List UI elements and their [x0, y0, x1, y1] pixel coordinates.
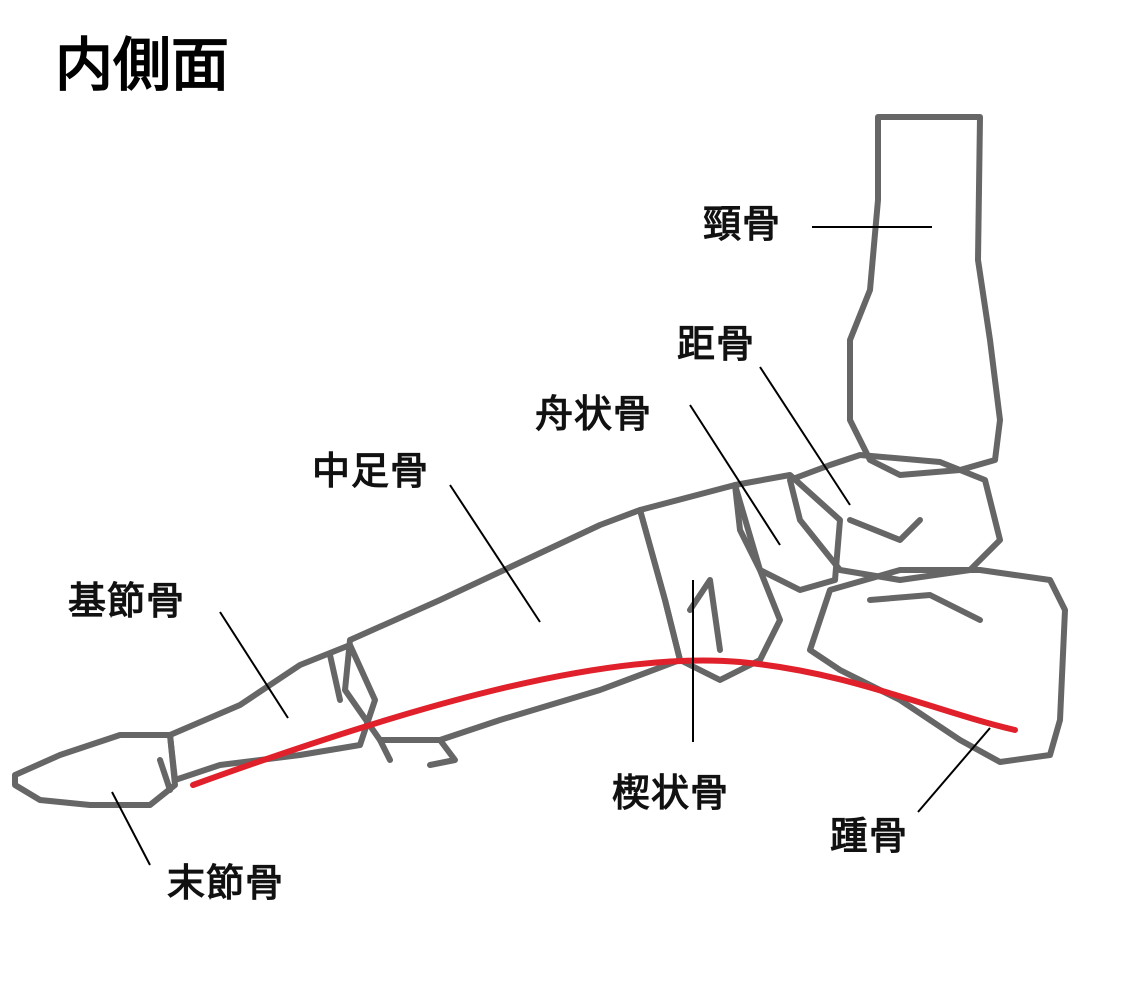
label-proximal-phalanx: 基節骨	[68, 579, 186, 623]
label-cuneiform: 楔状骨	[612, 771, 730, 815]
label-tibia: 頸骨	[703, 202, 782, 246]
leader-lines	[111, 226, 991, 866]
label-navicular: 舟状骨	[535, 392, 653, 436]
talus-bone	[787, 452, 1003, 583]
calcaneus-bone	[807, 567, 1068, 765]
distal-phalanx-bone	[12, 732, 178, 808]
tibia-bone	[847, 114, 1003, 478]
label-talus: 距骨	[677, 322, 756, 366]
label-calcaneus: 踵骨	[830, 814, 909, 858]
label-metatarsal: 中足骨	[312, 449, 430, 493]
navicular-bone	[732, 472, 843, 593]
diagram-title: 内側面	[55, 31, 230, 99]
metatarsal-bone	[342, 507, 683, 743]
label-distal-phalanx: 末節骨	[167, 861, 285, 905]
arch-line	[190, 657, 1018, 788]
proximal-phalanx-bone	[167, 642, 378, 783]
